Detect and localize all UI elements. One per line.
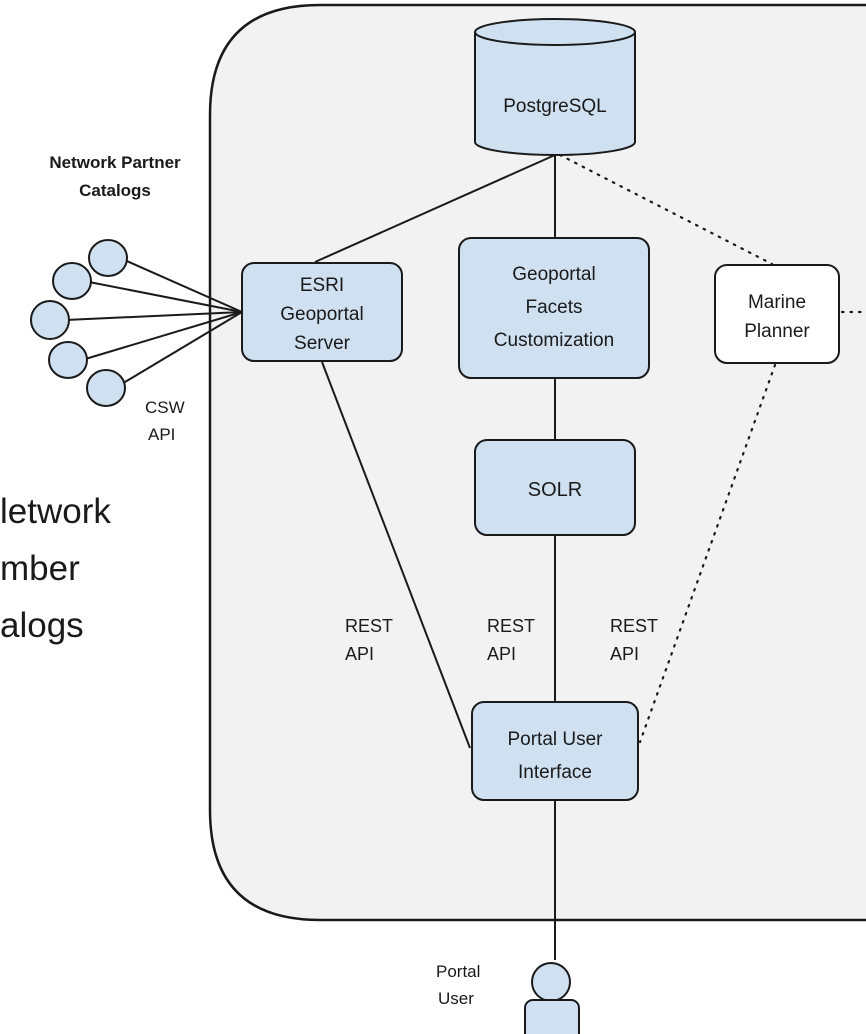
rest-api-left-line2: API [345,644,374,664]
dotted-postgres-marine [558,153,774,266]
marine-planner-box: Marine Planner [714,264,840,364]
dotted-marine-portal-ui [638,363,777,744]
facets-label-line1: Geoportal [512,264,595,285]
portal-user-label-line1: Portal [436,962,480,981]
partner-catalog-nodes [30,239,128,407]
partner-catalog-node [48,341,88,379]
esri-label-line2: Geoportal [280,304,363,325]
portal-user-interface-box: Portal User Interface [471,701,639,801]
postgresql-label: PostgreSQL [503,96,607,117]
facets-label-line3: Customization [494,330,614,351]
rest-api-right-line2: API [610,644,639,664]
esri-geoportal-server-box: ESRI Geoportal Server [241,262,403,362]
portal-user-icon [524,962,580,1034]
partner-catalog-node [52,262,92,300]
marine-label-line1: Marine [748,292,806,313]
rest-api-mid-line2: API [487,644,516,664]
marine-label-line2: Planner [744,321,810,342]
csw-api-label-line1: CSW [145,398,185,417]
partner-catalog-node [88,239,128,277]
solr-box: SOLR [474,439,636,536]
csw-api-label-line2: API [148,425,175,444]
esri-label-line3: Server [294,333,351,354]
member-catalogs-label-line3: alogs [0,606,84,645]
portal-user-label-line2: User [438,989,474,1008]
postgresql-database: PostgreSQL [474,18,636,156]
member-catalogs-label-line2: mber [0,549,80,588]
portal-ui-label-line1: Portal User [507,729,603,750]
rest-api-right-line1: REST [610,616,658,636]
facets-label-line2: Facets [525,297,582,318]
esri-label-line1: ESRI [300,275,344,296]
connector-esri-portal-ui [321,361,471,749]
network-partner-catalogs-title-line1: Network Partner [49,153,181,172]
geoportal-facets-box: Geoportal Facets Customization [458,237,650,379]
portal-ui-label-line2: Interface [518,762,592,783]
solr-label: SOLR [528,479,582,501]
partner-catalog-node [30,300,70,340]
network-partner-catalogs-title-line2: Catalogs [79,181,151,200]
connector-postgres-esri [314,154,556,263]
partner-catalog-links [65,257,243,389]
rest-api-mid-line1: REST [487,616,535,636]
rest-api-left-line1: REST [345,616,393,636]
member-catalogs-label-line1: letwork [0,492,111,531]
partner-catalog-node [86,369,126,407]
